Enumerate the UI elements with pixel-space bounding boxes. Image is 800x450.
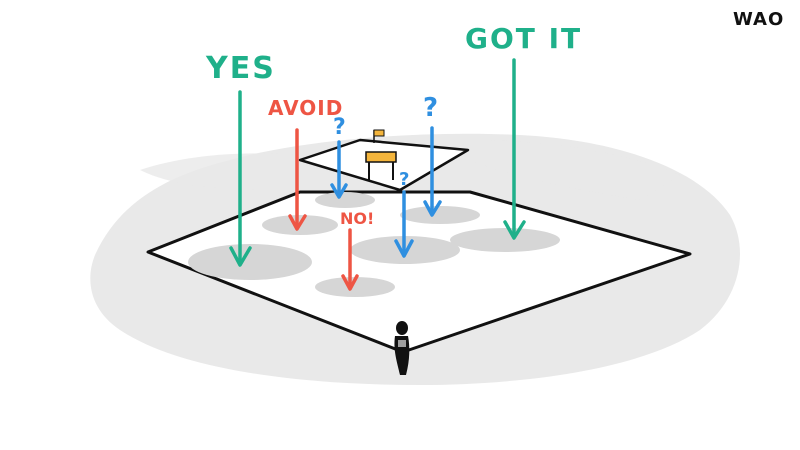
label-question-3: ?	[399, 169, 409, 190]
arrow-question-1	[330, 140, 348, 199]
gate-icon	[365, 151, 397, 180]
label-question-1: ?	[333, 115, 346, 140]
label-got-it: GOT IT	[465, 22, 582, 55]
arrow-yes	[229, 90, 252, 267]
arrow-avoid	[288, 128, 307, 231]
arrow-question-3	[394, 190, 414, 258]
label-avoid: AVOID	[268, 96, 343, 120]
brand-logo: WAO	[733, 9, 784, 30]
label-question-2: ?	[423, 93, 438, 123]
arrow-question-2	[423, 126, 442, 217]
label-yes: YES	[205, 51, 276, 86]
person-icon	[394, 321, 410, 375]
arrow-no	[341, 228, 359, 291]
flag-icon	[373, 129, 385, 143]
labels: YES GOT IT AVOID NO! ? ? ? WAO	[205, 9, 784, 228]
label-no: NO!	[340, 209, 374, 228]
arrow-got-it	[503, 58, 526, 240]
arrows	[229, 58, 526, 291]
